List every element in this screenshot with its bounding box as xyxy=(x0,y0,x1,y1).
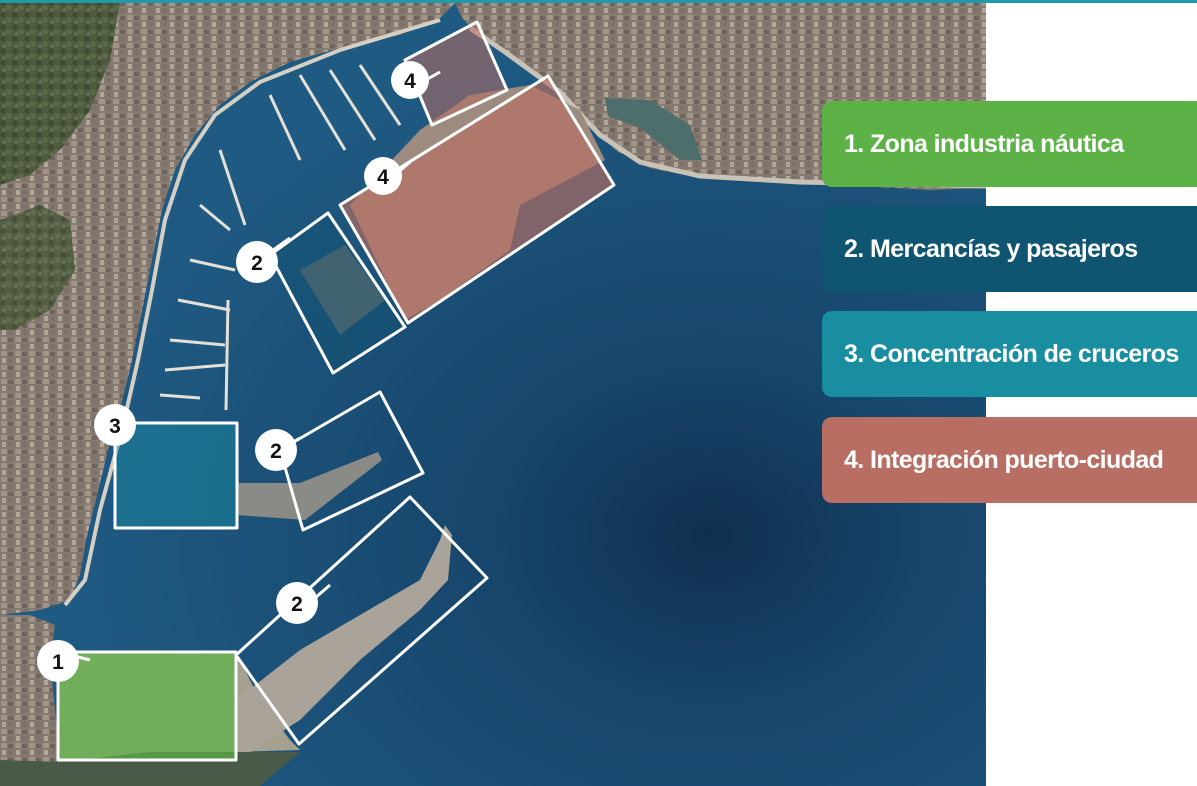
zone-1-area xyxy=(58,652,236,760)
forest-hill xyxy=(0,3,120,185)
marker-zone-4-upper[interactable]: 4 xyxy=(391,61,429,99)
legend-zone-2: 2. Mercancías y pasajeros xyxy=(822,206,1197,292)
legend-zone-3: 3. Concentración de cruceros xyxy=(822,311,1197,397)
zone-2-upper-area xyxy=(270,213,405,373)
top-accent-line xyxy=(0,0,1197,3)
marina-piers xyxy=(159,64,402,411)
marker-zone-2-upper[interactable]: 2 xyxy=(236,241,278,283)
svg-text:2: 2 xyxy=(291,593,303,616)
breakwater-south xyxy=(236,525,452,752)
svg-text:1: 1 xyxy=(52,651,64,674)
svg-text:2: 2 xyxy=(270,440,282,463)
marker-zone-2-lower[interactable]: 2 xyxy=(276,582,318,624)
legend-zone-4-label: 4. Integración puerto-ciudad xyxy=(844,445,1164,474)
legend-zone-1: 1. Zona industria náutica xyxy=(822,101,1197,187)
cathedral-moat xyxy=(605,98,702,160)
forest-hill-2 xyxy=(0,205,75,330)
zone-3-area xyxy=(115,423,237,528)
promenade xyxy=(468,25,986,189)
coastal-road xyxy=(63,18,441,607)
marker-zone-2-middle[interactable]: 2 xyxy=(255,429,297,471)
legend-zone-1-label: 1. Zona industria náutica xyxy=(844,129,1124,158)
legend-zone-2-label: 2. Mercancías y pasajeros xyxy=(844,234,1138,263)
svg-text:4: 4 xyxy=(404,70,416,93)
legend-zone-4: 4. Integración puerto-ciudad xyxy=(822,417,1197,503)
zone-outlines xyxy=(56,20,616,762)
marker-zone-1[interactable]: 1 xyxy=(37,640,79,682)
svg-text:4: 4 xyxy=(377,166,389,189)
land-west xyxy=(0,3,455,615)
marker-zone-3[interactable]: 3 xyxy=(94,404,136,446)
pier-middle xyxy=(236,452,382,520)
svg-text:3: 3 xyxy=(109,415,121,438)
svg-text:2: 2 xyxy=(251,252,263,275)
marker-zone-4-lower[interactable]: 4 xyxy=(364,157,402,195)
pier-upper-cargo xyxy=(300,245,385,335)
zone-4-lower-area xyxy=(340,76,614,323)
legend-zone-3-label: 3. Concentración de cruceros xyxy=(844,339,1179,368)
